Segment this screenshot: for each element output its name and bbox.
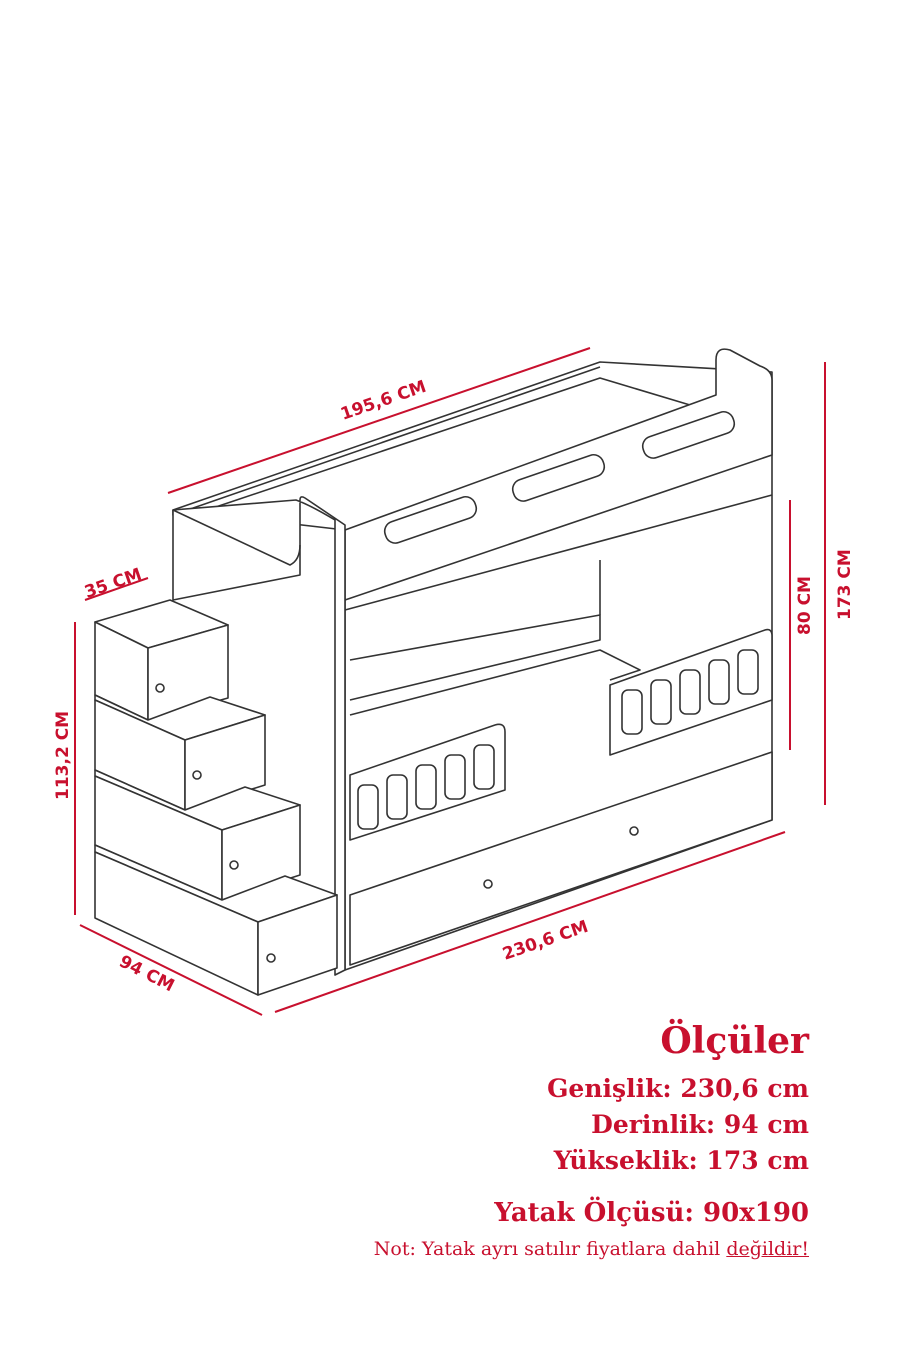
- bunk-bed-drawing: [94, 348, 773, 996]
- dim-line-step: [84, 577, 149, 601]
- dim-label-height: 173 CM: [835, 549, 855, 620]
- dimensions-title: Ölçüler: [660, 1020, 809, 1062]
- stair-steps: [94, 599, 338, 996]
- width-spec: Genişlik: 230,6 cm: [547, 1074, 809, 1103]
- dim-line-top: [167, 347, 591, 494]
- note-text: Not: Yatak ayrı satılır fiyatlara dahil: [373, 1238, 727, 1260]
- bed-size-spec: Yatak Ölçüsü: 90x190: [494, 1198, 809, 1228]
- dim-label-top: 195,6 CM: [338, 377, 429, 425]
- dimension-lines: [74, 347, 826, 1016]
- dim-label-width: 230,6 CM: [500, 917, 591, 965]
- dim-line-width: [274, 831, 786, 1013]
- dim-label-step: 35 CM: [82, 565, 144, 603]
- depth-spec: Derinlik: 94 cm: [591, 1110, 809, 1139]
- height-spec: Yükseklik: 173 cm: [553, 1146, 809, 1175]
- note-emphasis: değildir!: [726, 1238, 809, 1260]
- dim-line-depth: [79, 924, 263, 1016]
- mattress-note: Not: Yatak ayrı satılır fiyatlara dahil …: [374, 1238, 809, 1260]
- dim-label-rail: 80 CM: [795, 576, 815, 635]
- dim-label-stair-height: 113,2 CM: [53, 711, 73, 800]
